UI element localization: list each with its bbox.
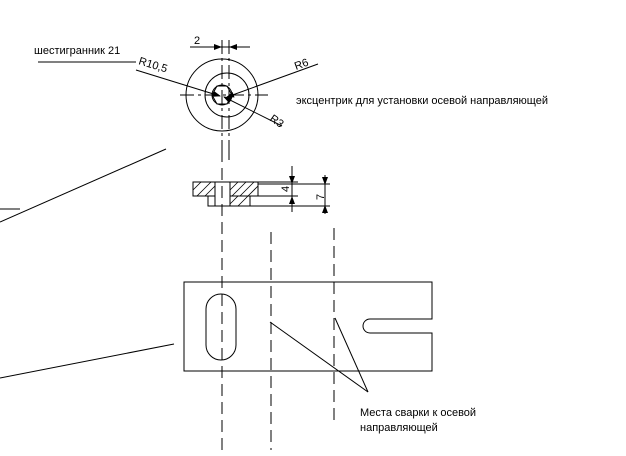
weld-leader-1 [269,321,369,393]
dim-r-mid-text: R6 [293,57,310,73]
dim-r-outer-leader [135,69,221,97]
weld-label-line1: Места сварки к осевой [360,407,476,419]
plate-outline [183,281,433,372]
dim-r-inner-text: R3 [267,113,285,131]
weld-leader-2 [334,317,369,393]
base-plate [183,281,433,372]
section-left-flange [192,181,216,197]
section-hatching [192,181,259,207]
section-left-boss [207,195,216,207]
weld-label-line2: направляющей [360,422,438,434]
dim-gap-text: 2 [194,35,200,47]
dim-r-inner-leader [223,96,283,127]
edge-diagonal-bottom [0,343,175,379]
eccentric-section-view: 4 7 [192,166,330,214]
edge-diagonal-top [0,148,167,223]
eccentric-top-view: 2 R10,5 R6 R3 [135,35,319,150]
eccentric-label: эксцентрик для установки осевой направля… [296,95,548,107]
plate-slot [205,293,237,361]
dim-h-inner-text: 4 [280,186,292,192]
dim-r-mid-leader [226,63,319,98]
hexagon-label: шестигранник 21 [34,45,120,57]
dim-r-outer-text: R10,5 [137,55,169,75]
dim-h-total-text: 7 [315,194,327,200]
